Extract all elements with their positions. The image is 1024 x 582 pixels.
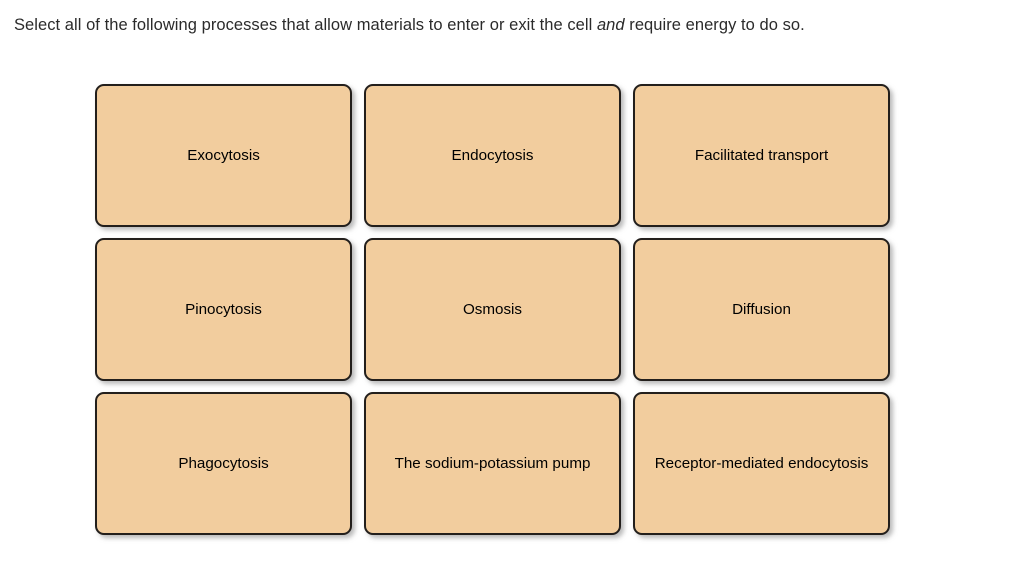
choice-card-phagocytosis[interactable]: Phagocytosis [95,392,352,535]
choice-card-diffusion[interactable]: Diffusion [633,238,890,381]
choice-grid: Exocytosis Endocytosis Facilitated trans… [95,84,890,535]
choice-label: Receptor-mediated endocytosis [654,455,869,472]
choice-label: Osmosis [462,301,523,318]
choice-label: Pinocytosis [185,301,262,318]
choice-label: The sodium-potassium pump [394,455,591,472]
choice-label: Endocytosis [451,147,534,164]
choice-label: Diffusion [732,301,791,318]
question-text-part-1: Select all of the following processes th… [14,16,597,34]
choice-label: Phagocytosis [178,455,269,472]
question-text-part-2: require energy to do so. [624,16,805,34]
choice-card-osmosis[interactable]: Osmosis [364,238,621,381]
choice-card-facilitated-transport[interactable]: Facilitated transport [633,84,890,227]
choice-card-exocytosis[interactable]: Exocytosis [95,84,352,227]
choice-card-sodium-potassium-pump[interactable]: The sodium-potassium pump [364,392,621,535]
choice-card-receptor-mediated-endocytosis[interactable]: Receptor-mediated endocytosis [633,392,890,535]
question-emphasis: and [596,16,625,34]
choice-label: Facilitated transport [694,147,829,164]
choice-card-endocytosis[interactable]: Endocytosis [364,84,621,227]
question-prompt: Select all of the following processes th… [14,14,1010,36]
choice-label: Exocytosis [187,147,260,164]
choice-card-pinocytosis[interactable]: Pinocytosis [95,238,352,381]
